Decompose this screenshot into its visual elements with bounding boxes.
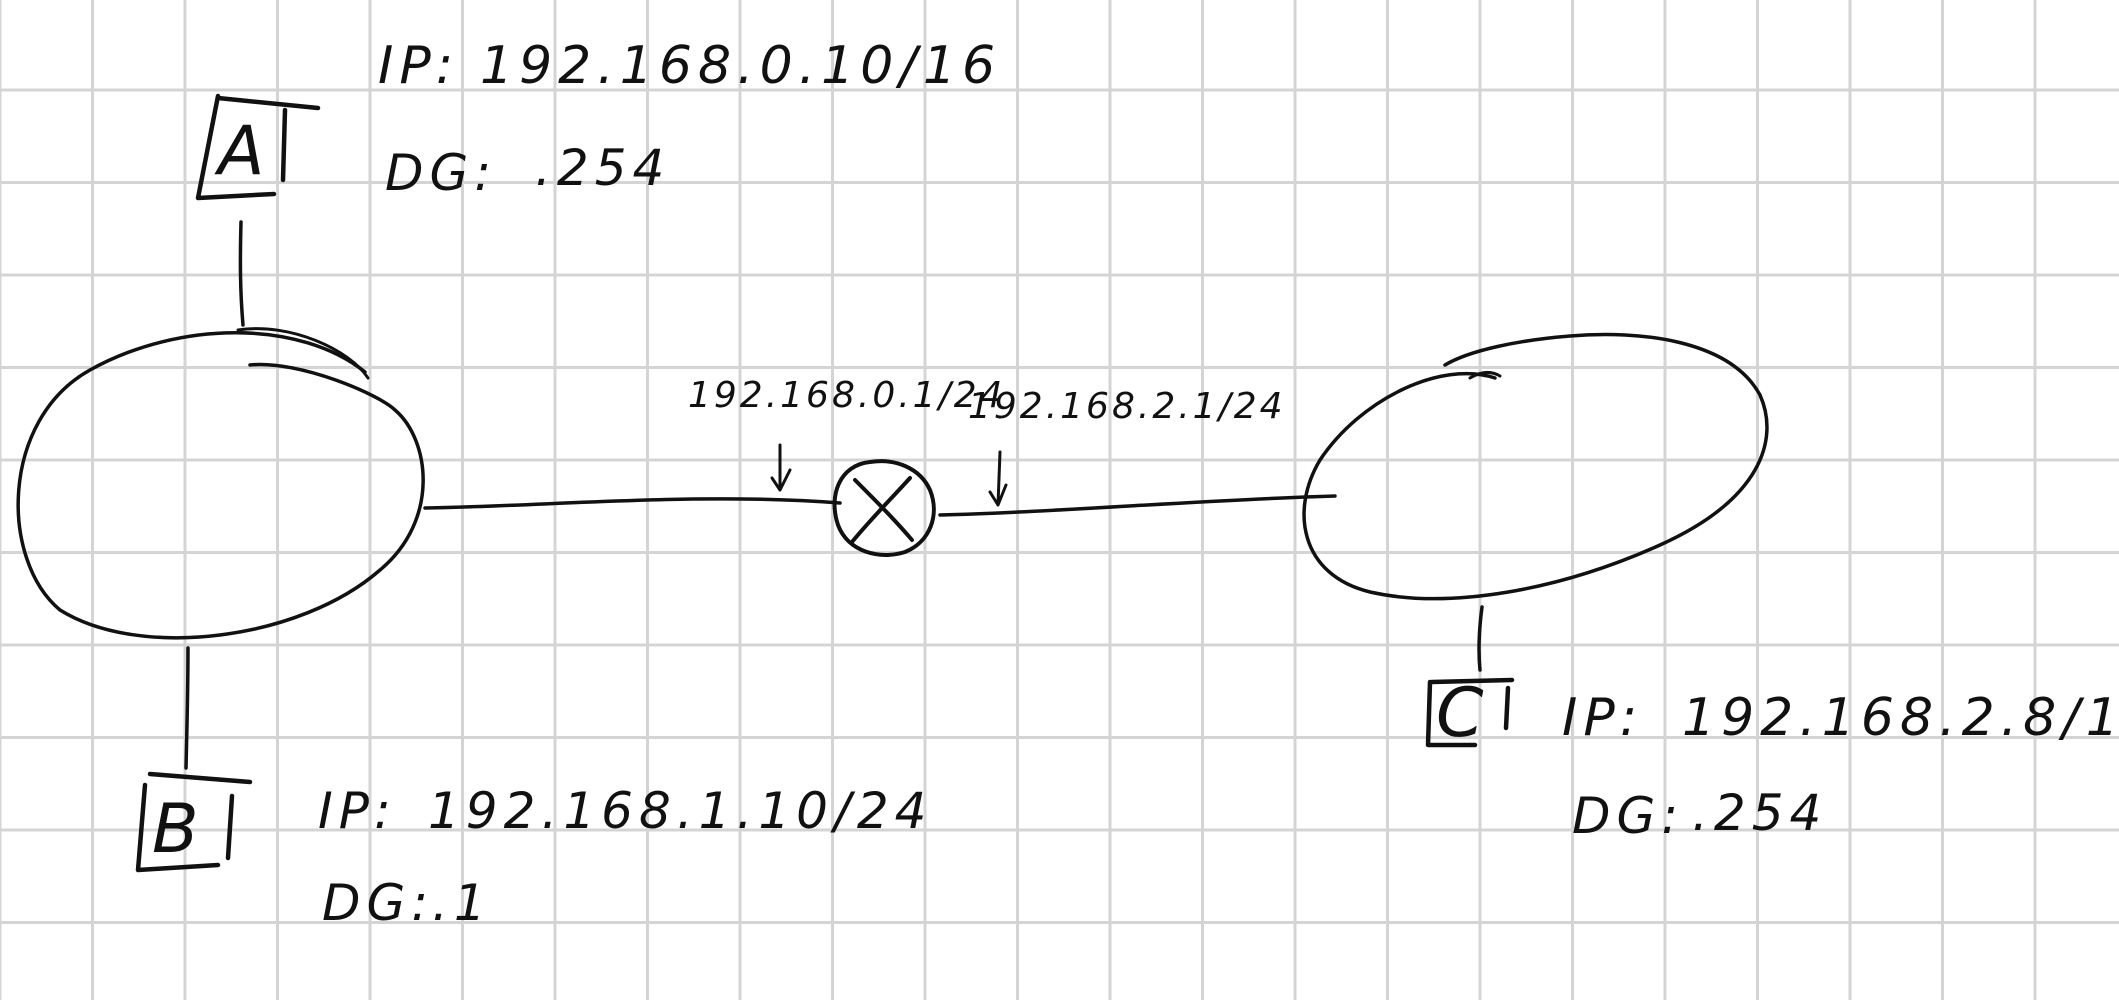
link-router-to-right-net: [938, 494, 1337, 517]
host-a-dg-label: DG:: [385, 144, 497, 202]
host-box: [195, 93, 321, 201]
link-b-to-left-net: [184, 646, 190, 770]
links: [184, 220, 1484, 770]
host-c-dg: .254: [1692, 784, 1827, 842]
down-arrow-icon: [988, 450, 1008, 507]
host-b-ip-label: IP:: [318, 782, 397, 840]
host-c-ip-label: IP:: [1562, 688, 1643, 748]
network-segment-left: [16, 327, 425, 640]
network-segment-right: [1302, 332, 1769, 601]
interface-arrows: [770, 443, 1008, 507]
host-b: B: [135, 771, 253, 873]
svg-text:C: C: [1436, 674, 1484, 753]
host-box: [1425, 677, 1515, 748]
router-x-icon: [832, 459, 936, 557]
host-c: C: [1425, 674, 1515, 753]
link-left-net-to-router: [423, 497, 842, 510]
host-c-ip: 192.168.2.8/16: [1682, 688, 2119, 748]
host-c-dg-label: DG:: [1572, 787, 1684, 845]
host-a-ip-label: IP:: [378, 36, 459, 96]
link-c-to-right-net: [1477, 605, 1484, 672]
svg-text:B: B: [152, 790, 199, 869]
host-b-ip: 192.168.1.10/24: [428, 782, 932, 840]
host-a-ip: 192.168.0.10/16: [480, 36, 1001, 96]
host-b-dg: .1: [432, 874, 492, 932]
down-arrow-icon: [770, 443, 792, 492]
host-a: A: [195, 93, 321, 201]
host-b-dg-label: DG:: [322, 874, 434, 932]
host-box: [135, 771, 253, 873]
host-a-dg: .254: [535, 139, 670, 197]
svg-text:A: A: [214, 112, 265, 191]
router-left-interface-label: 192.168.0.1/24: [688, 375, 1006, 416]
router-right-interface-label: 192.168.2.1/24: [968, 386, 1286, 427]
link-a-to-left-net: [238, 220, 245, 327]
